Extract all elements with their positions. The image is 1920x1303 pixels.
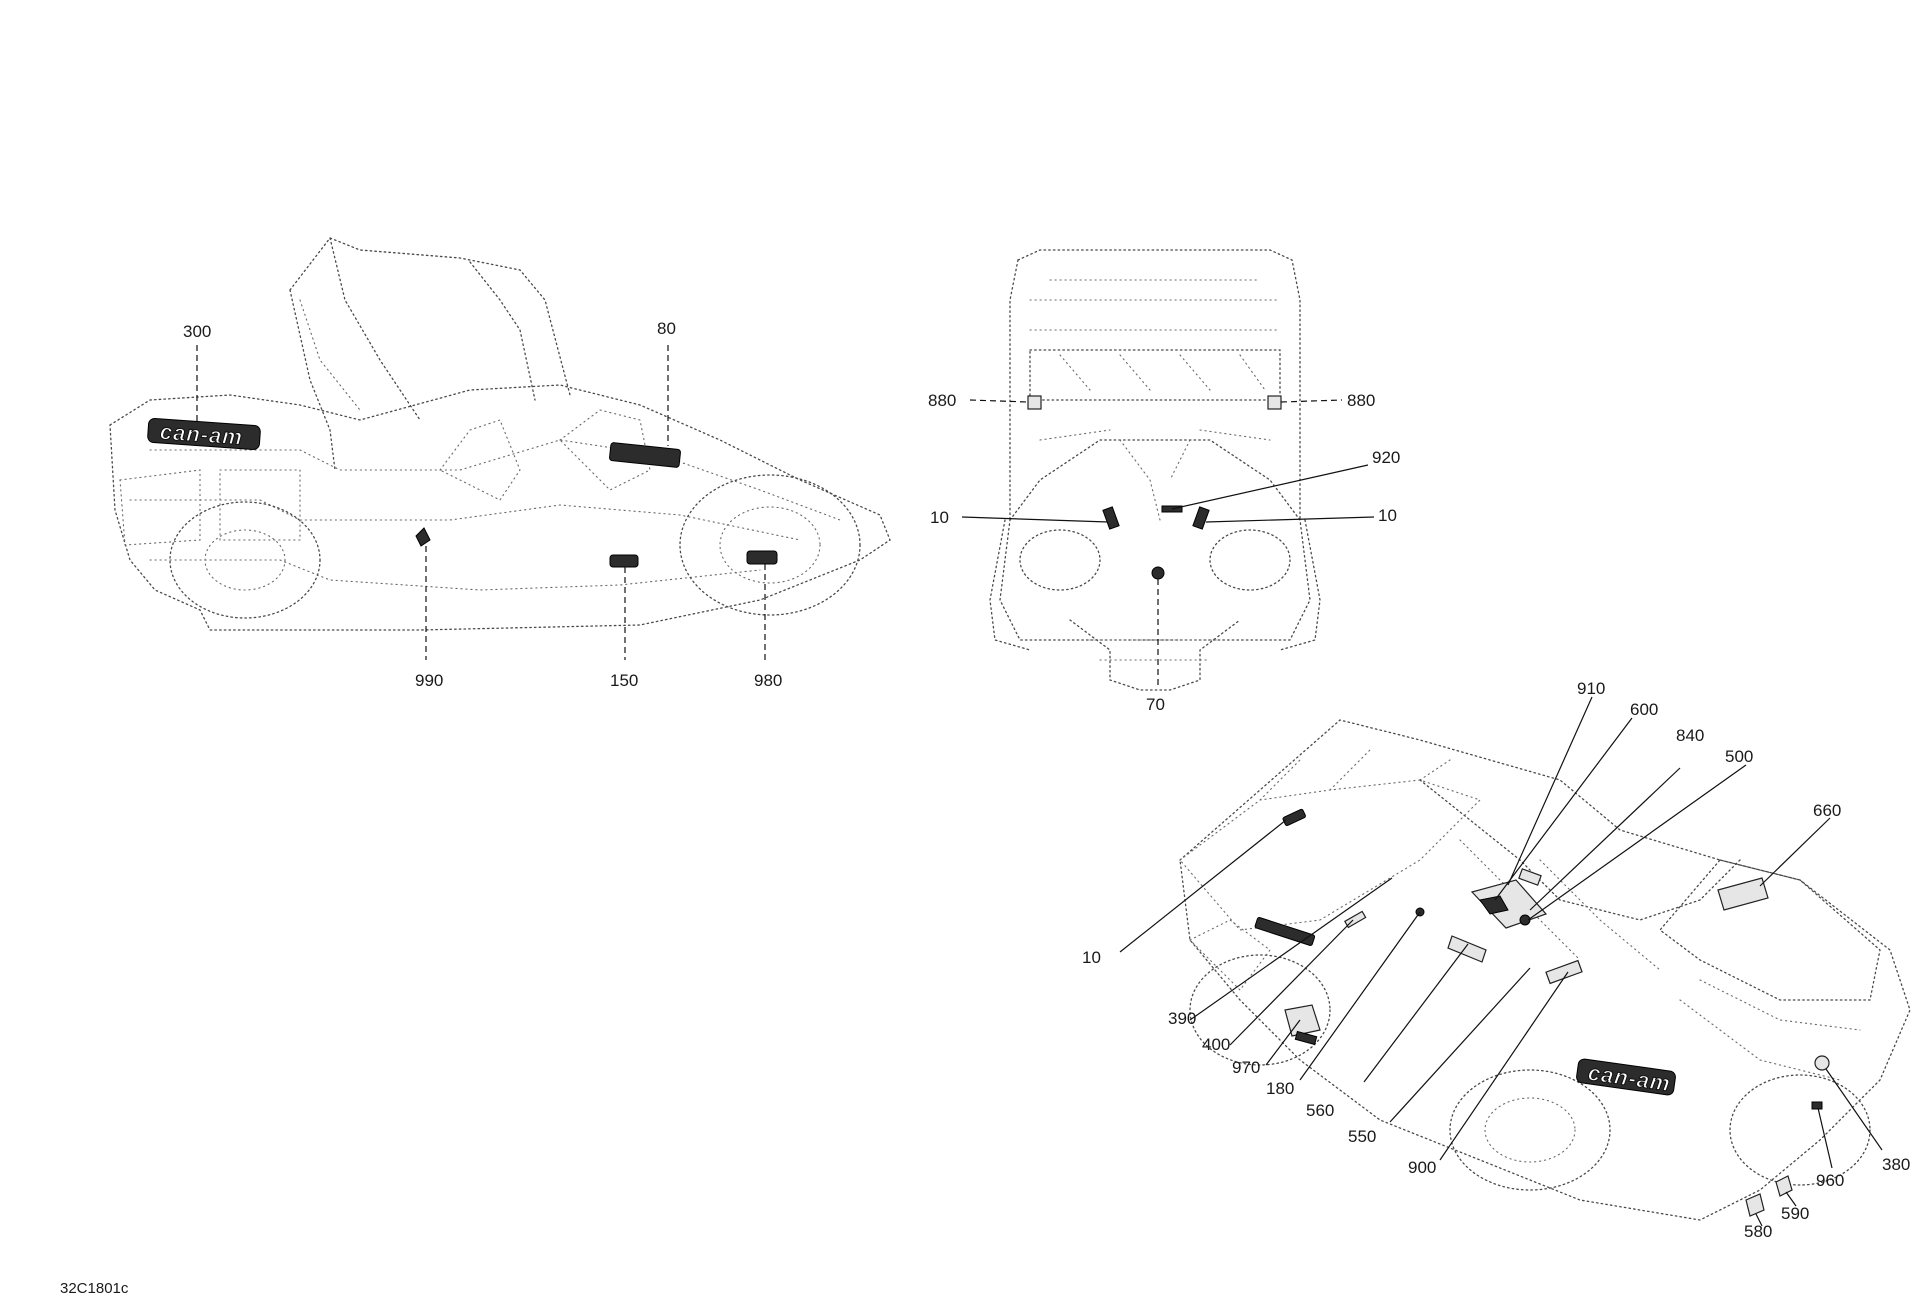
decal-580 <box>1745 1193 1765 1217</box>
decal-970 <box>1284 1004 1321 1037</box>
decal-990 <box>415 527 431 547</box>
callout-990: 990 <box>415 671 443 690</box>
svg-text:can-am: can-am <box>1587 1060 1673 1096</box>
callout-960: 960 <box>1816 1171 1844 1190</box>
callout-880-left: 880 <box>928 391 956 410</box>
callout-500: 500 <box>1725 747 1753 766</box>
callout-970: 970 <box>1232 1058 1260 1077</box>
svg-text:can-am: can-am <box>159 419 244 450</box>
callout-180: 180 <box>1266 1079 1294 1098</box>
decal-380 <box>1814 1055 1830 1071</box>
decal-910 <box>1518 868 1542 886</box>
decal-70 <box>1151 566 1165 580</box>
callout-900: 900 <box>1408 1158 1436 1177</box>
callout-880-right: 880 <box>1347 391 1375 410</box>
decal-300-logo: can-am <box>147 418 261 450</box>
decal-880-right <box>1267 395 1282 410</box>
callout-840: 840 <box>1676 726 1704 745</box>
callout-10-left: 10 <box>930 508 949 527</box>
callout-150: 150 <box>610 671 638 690</box>
callout-560: 560 <box>1306 1101 1334 1120</box>
callout-300: 300 <box>183 322 211 341</box>
decal-80 <box>609 442 681 468</box>
decal-10-iso <box>1282 808 1306 827</box>
callout-600: 600 <box>1630 700 1658 719</box>
decal-660 <box>1717 877 1769 911</box>
side-view: can-am 300 80 990 150 980 <box>109 237 891 690</box>
decal-590 <box>1775 1175 1793 1197</box>
callout-910: 910 <box>1577 679 1605 698</box>
decal-10-left <box>1102 506 1120 530</box>
callout-380: 380 <box>1882 1155 1910 1174</box>
decal-900 <box>1545 959 1583 985</box>
decal-980 <box>746 550 778 565</box>
decal-500 <box>1519 914 1531 926</box>
callout-660: 660 <box>1813 801 1841 820</box>
callout-580: 580 <box>1744 1222 1772 1241</box>
callout-80: 80 <box>657 319 676 338</box>
drawing-reference-code: 32C1801c <box>60 1280 129 1297</box>
decal-150 <box>609 554 639 568</box>
callout-980: 980 <box>754 671 782 690</box>
decal-550 <box>1447 935 1487 963</box>
decal-960 <box>1811 1101 1823 1110</box>
callout-400: 400 <box>1202 1035 1230 1054</box>
decal-600 <box>1479 895 1509 915</box>
isometric-view: can-am 910 600 840 500 660 10 390 400 97… <box>1082 679 1911 1241</box>
callout-920: 920 <box>1372 448 1400 467</box>
decal-880-left <box>1027 395 1042 410</box>
front-view: 880 880 920 10 10 70 <box>928 249 1400 714</box>
callout-550: 550 <box>1348 1127 1376 1146</box>
callout-70: 70 <box>1146 695 1165 714</box>
decal-180 <box>1294 1030 1318 1046</box>
callout-10-iso: 10 <box>1082 948 1101 967</box>
callout-590: 590 <box>1781 1204 1809 1223</box>
decal-10-right <box>1192 506 1210 530</box>
decal-390 <box>1254 916 1316 946</box>
callout-390: 390 <box>1168 1009 1196 1028</box>
callout-10-right: 10 <box>1378 506 1397 525</box>
